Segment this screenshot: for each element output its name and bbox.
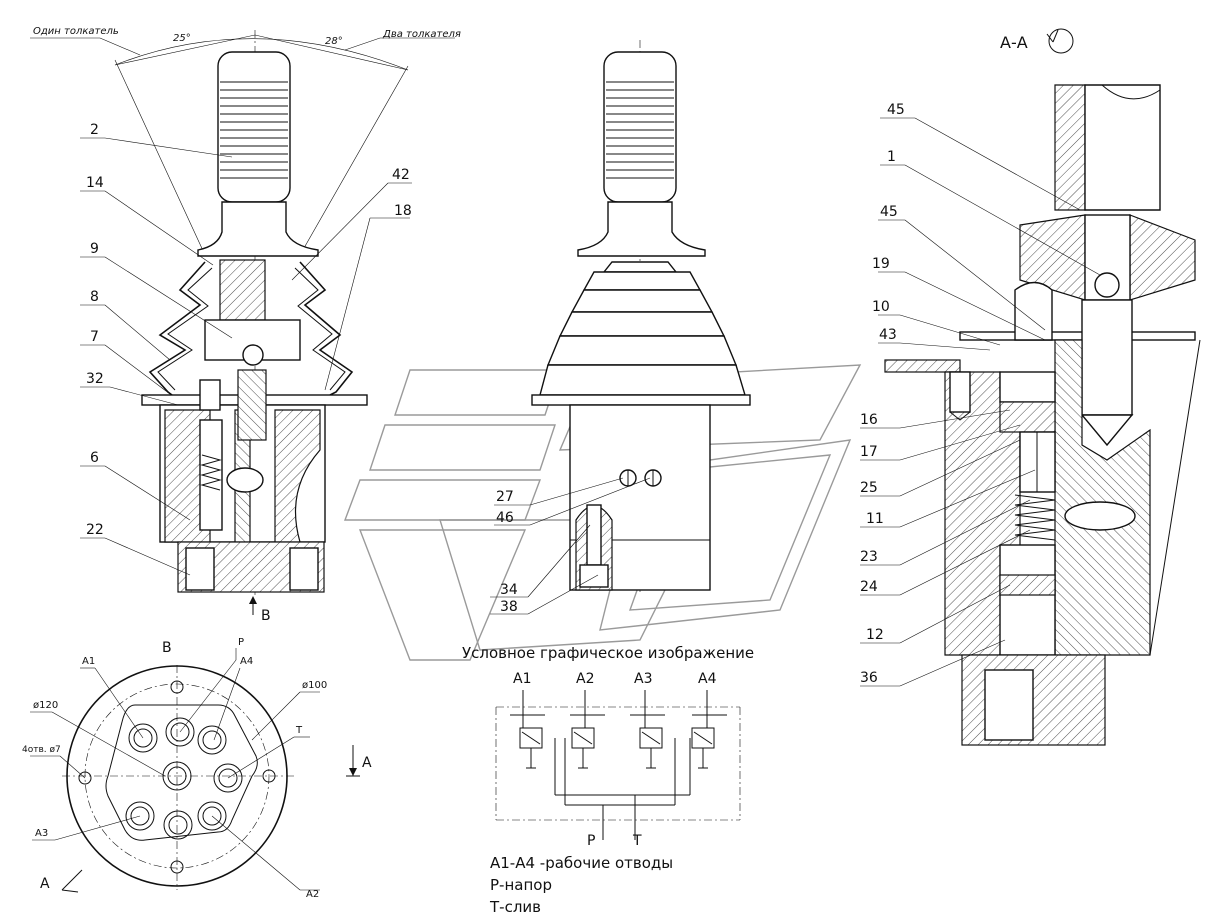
callout-17: 17 <box>860 444 878 460</box>
callout-7: 7 <box>90 329 99 345</box>
port-a2-label: A2 <box>306 889 319 900</box>
callout-36: 36 <box>860 670 878 686</box>
schematic-title: Условное графическое изображение <box>462 644 754 662</box>
callout-23: 23 <box>860 549 878 565</box>
callout-12: 12 <box>866 627 884 643</box>
middle-callout-leaders <box>490 477 651 615</box>
port-p-label: P <box>238 637 244 648</box>
callout-8: 8 <box>90 289 99 305</box>
view-b-arrow-label: В <box>261 608 271 624</box>
callout-16: 16 <box>860 412 878 428</box>
handle-grip-lines <box>220 81 288 179</box>
callout-45-top: 45 <box>887 102 905 118</box>
legend: А1-А4 -рабочие отводы Р-напор Т-слив <box>489 854 673 916</box>
callout-27: 27 <box>496 489 514 505</box>
callout-45: 45 <box>880 204 898 220</box>
view-a-arrow-bottom-label: А <box>40 876 50 892</box>
middle-labels: 27 46 34 38 <box>496 489 518 615</box>
callout-9: 9 <box>90 241 99 257</box>
schematic-port-a3: A3 <box>634 671 652 687</box>
callout-14: 14 <box>86 175 104 191</box>
section-marker-icon <box>1048 28 1074 54</box>
two-pushers-label: Два толкателя <box>382 29 461 40</box>
side-view <box>531 40 751 595</box>
schematic-port-a1: A1 <box>513 671 531 687</box>
legend-line-3: Т-слив <box>489 898 541 916</box>
one-pusher-label: Один толкатель <box>33 26 119 37</box>
schematic-t-label: T <box>632 833 642 849</box>
left-angle-label: 25° <box>173 33 191 44</box>
right-callout-leaders <box>860 117 1101 687</box>
section-title: А-А <box>1000 33 1028 52</box>
callout-19: 19 <box>872 256 890 272</box>
schematic-port-a4: A4 <box>698 671 717 687</box>
top-view-labels: В P A4 A1 ø100 ø120 4отв. ø7 T A3 A2 А А <box>22 637 372 900</box>
holes-label: 4отв. ø7 <box>22 745 61 755</box>
diameter-120-label: ø120 <box>33 700 58 711</box>
diameter-100-label: ø100 <box>302 680 327 691</box>
front-section-view <box>30 30 455 615</box>
callout-10: 10 <box>872 299 890 315</box>
port-a1-label: A1 <box>82 656 95 667</box>
section-a-a-view: А-А <box>884 28 1201 746</box>
callout-42: 42 <box>392 167 410 183</box>
callout-34: 34 <box>500 582 518 598</box>
schematic-port-a2: A2 <box>576 671 594 687</box>
legend-line-1: А1-А4 -рабочие отводы <box>490 854 673 872</box>
top-view-b <box>30 648 360 893</box>
callout-32: 32 <box>86 371 104 387</box>
callout-1: 1 <box>887 149 896 165</box>
callout-43: 43 <box>879 327 897 343</box>
port-a4-label: A4 <box>240 656 253 667</box>
view-a-arrow-label: А <box>362 755 372 771</box>
left-labels: Один толкатель Два толкателя 25° 28° 2 1… <box>33 26 461 624</box>
hydraulic-schematic: Условное графическое изображение A1 A2 A… <box>462 644 754 849</box>
legend-line-2: Р-напор <box>490 876 552 894</box>
callout-2: 2 <box>90 122 99 138</box>
right-labels: 45 1 45 19 10 43 16 17 25 11 23 24 12 36 <box>860 102 905 686</box>
port-t-label: T <box>295 725 303 736</box>
callout-22: 22 <box>86 522 104 538</box>
side-handle-grip-lines <box>606 81 674 179</box>
callout-18: 18 <box>394 203 412 219</box>
port-a3-label: A3 <box>35 828 48 839</box>
right-angle-label: 28° <box>325 36 343 47</box>
left-callout-leaders <box>80 137 412 576</box>
callout-11: 11 <box>866 511 884 527</box>
callout-25: 25 <box>860 480 878 496</box>
callout-46: 46 <box>496 510 514 526</box>
schematic-p-label: P <box>587 833 595 849</box>
callout-6: 6 <box>90 450 99 466</box>
callout-38: 38 <box>500 599 518 615</box>
callout-24: 24 <box>860 579 878 595</box>
view-b-title: В <box>162 640 172 656</box>
